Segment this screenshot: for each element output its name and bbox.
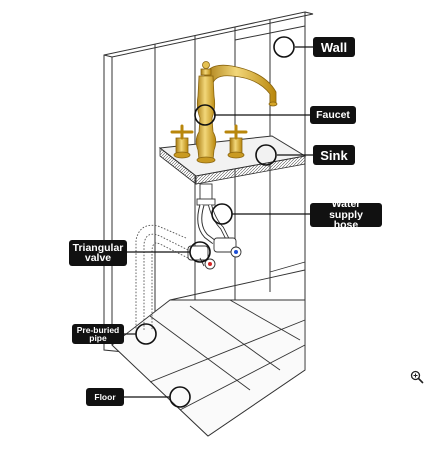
triangular-valve-body bbox=[187, 237, 242, 270]
pipe-callout-circle bbox=[135, 323, 157, 345]
triangular-valve-label: Triangular valve bbox=[69, 240, 127, 266]
faucet-callout-circle bbox=[194, 104, 216, 126]
hose-callout-circle bbox=[211, 203, 233, 225]
wall-callout-circle bbox=[273, 36, 295, 58]
cold-water-marker bbox=[234, 250, 238, 254]
zoom-in-icon[interactable] bbox=[410, 370, 424, 384]
leader-lines bbox=[124, 46, 313, 398]
floor-label: Floor bbox=[86, 388, 124, 406]
sink-label: Sink bbox=[313, 145, 355, 165]
hot-water-marker bbox=[208, 262, 212, 266]
pre-buried-pipe-label: Pre-buried pipe bbox=[72, 324, 124, 344]
floor-grid bbox=[111, 261, 306, 437]
faucet-body bbox=[170, 61, 278, 164]
under-sink-plumbing bbox=[187, 183, 242, 270]
sink-callout-circle bbox=[255, 144, 277, 166]
valve-callout-circle bbox=[189, 241, 211, 263]
wall-label: Wall bbox=[313, 37, 355, 57]
faucet-label: Faucet bbox=[310, 106, 356, 124]
callout-circles bbox=[135, 36, 295, 408]
floor-callout-circle bbox=[169, 386, 191, 408]
water-supply-hose-label: Water supply hose bbox=[310, 199, 382, 230]
